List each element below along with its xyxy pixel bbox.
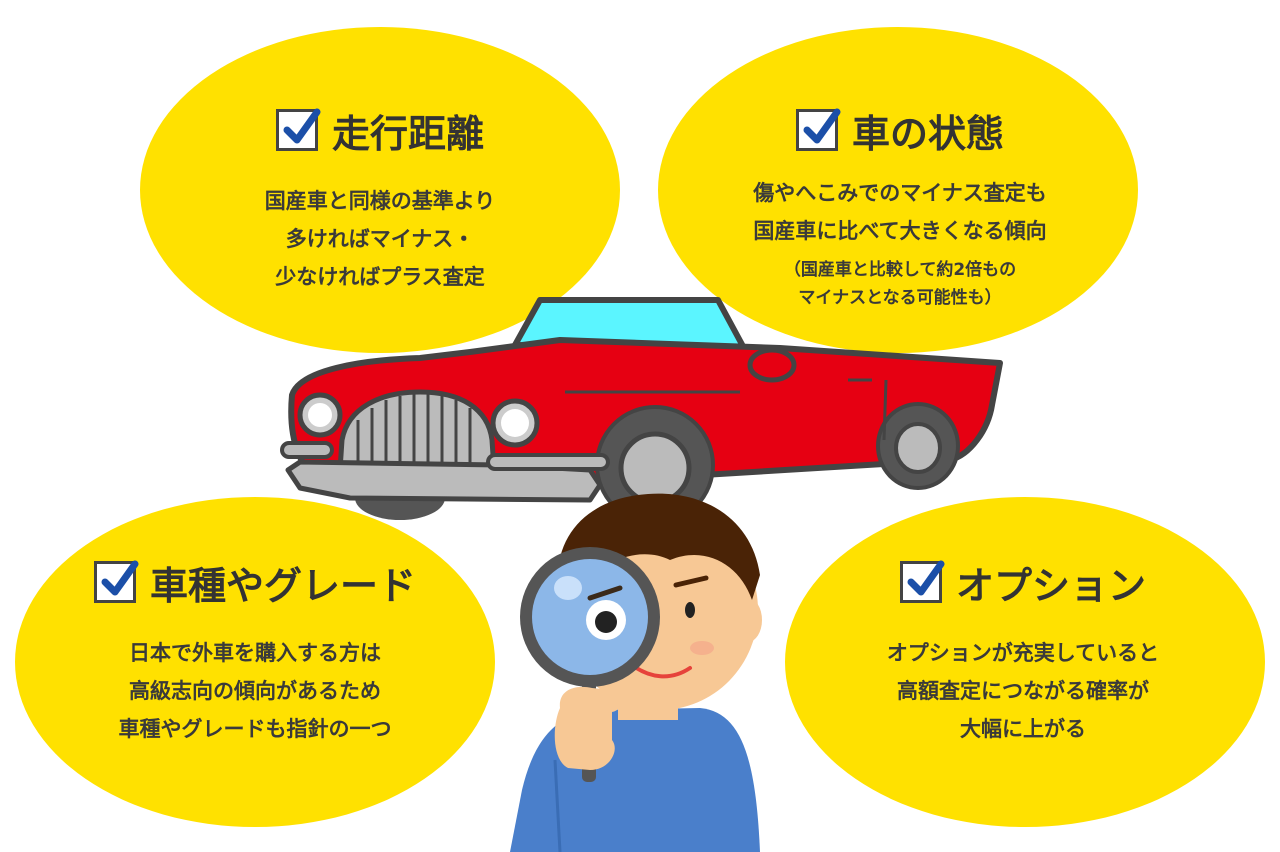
card-option-line-2: 高額査定につながる確率が [897, 679, 1149, 703]
bubble-mileage [140, 27, 620, 353]
card-grade-line-3: 車種やグレードも指針の一つ [118, 717, 392, 741]
card-grade-body: 日本で外車を購入する方は 高級志向の傾向があるため 車種やグレードも指針の一つ [40, 634, 470, 748]
boy-with-magnifying-glass-illustration [510, 493, 762, 852]
card-option-line-1: オプションが充実していると [886, 641, 1160, 665]
card-condition-note-2: マイナスとなる可能性も） [798, 288, 1002, 308]
card-option-heading: オプション [808, 552, 1238, 612]
card-mileage-title: 走行距離 [331, 111, 484, 156]
check-box-icon [275, 108, 321, 151]
card-condition-line-2: 国産車に比べて大きくなる傾向 [753, 219, 1047, 243]
card-condition-heading: 車の状態 [680, 100, 1120, 160]
card-grade: 車種やグレード 日本で外車を購入する方は 高級志向の傾向があるため 車種やグレー… [40, 552, 470, 748]
card-mileage-line-3: 少なければプラス査定 [275, 265, 485, 289]
card-mileage-line-1: 国産車と同様の基準より [264, 189, 496, 213]
card-option-title: オプション [955, 563, 1146, 608]
card-option-body: オプションが充実していると 高額査定につながる確率が 大幅に上がる [808, 634, 1238, 748]
card-grade-line-1: 日本で外車を購入する方は [129, 641, 381, 665]
bubble-condition [658, 27, 1138, 353]
card-grade-title: 車種やグレード [149, 563, 416, 608]
card-condition-line-1: 傷やへこみでのマイナス査定も [753, 181, 1047, 205]
card-condition-title: 車の状態 [851, 111, 1004, 156]
card-option: オプション オプションが充実していると 高額査定につながる確率が 大幅に上がる [808, 552, 1238, 748]
card-grade-line-2: 高級志向の傾向があるため [129, 679, 381, 703]
red-convertible-car-illustration [280, 297, 1003, 525]
card-mileage-body: 国産車と同様の基準より 多ければマイナス・ 少なければプラス査定 [170, 182, 590, 296]
card-grade-heading: 車種やグレード [40, 552, 470, 612]
card-option-line-3: 大幅に上がる [960, 717, 1086, 741]
card-condition-body: 傷やへこみでのマイナス査定も 国産車に比べて大きくなる傾向 [680, 174, 1120, 250]
card-condition: 車の状態 傷やへこみでのマイナス査定も 国産車に比べて大きくなる傾向 （国産車と… [680, 100, 1120, 312]
card-mileage-heading: 走行距離 [170, 100, 590, 160]
check-box-icon [899, 560, 945, 603]
card-condition-note: （国産車と比較して約2倍もの マイナスとなる可能性も） [680, 256, 1120, 312]
card-mileage: 走行距離 国産車と同様の基準より 多ければマイナス・ 少なければプラス査定 [170, 100, 590, 296]
card-condition-note-1: （国産車と比較して約2倍もの [783, 260, 1017, 280]
card-mileage-line-2: 多ければマイナス・ [285, 227, 475, 251]
check-box-icon [795, 108, 841, 151]
check-box-icon [93, 560, 139, 603]
